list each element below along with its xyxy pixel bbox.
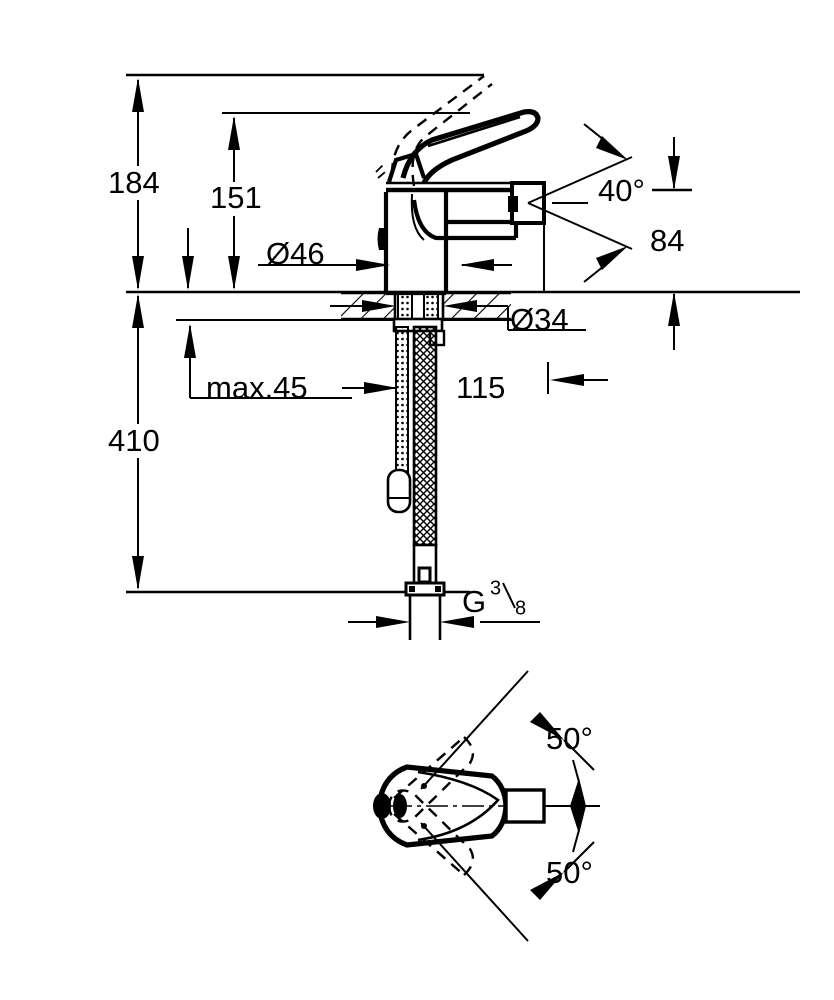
dimension-angle-40: 40° bbox=[527, 123, 645, 283]
angle-40-arrow-upper bbox=[596, 136, 628, 160]
lever-dashed-upper-2 bbox=[411, 83, 493, 187]
dim-d34-label: Ø34 bbox=[510, 302, 569, 337]
dim-184-arrow-top bbox=[132, 78, 144, 112]
dim-184-label: 184 bbox=[108, 165, 160, 200]
dim-184-text-bg bbox=[104, 166, 174, 200]
dim-d46-label: Ø46 bbox=[266, 236, 325, 271]
angle-40-upper-ray bbox=[527, 156, 633, 204]
dim-151-arrow-bottom bbox=[228, 256, 240, 290]
angle-50-lower-axis-line bbox=[572, 829, 580, 853]
dim-84-arrow-bottom bbox=[668, 292, 680, 326]
angle-40-tick-upper bbox=[583, 123, 605, 141]
hose-end-nut bbox=[404, 581, 446, 597]
plan-rear-cap bbox=[373, 793, 391, 819]
angle-40-tick-lower bbox=[583, 265, 605, 283]
angle-50-upper-axis-line bbox=[572, 759, 580, 783]
dim-410-arrow-bottom bbox=[132, 556, 144, 590]
dim-115-label: 115 bbox=[456, 370, 505, 405]
dim-84-label: 84 bbox=[650, 223, 684, 258]
angle-50-upper-axis-arrow bbox=[570, 778, 586, 806]
dim-410-text-bg bbox=[104, 424, 184, 458]
dim-115-arrow-right bbox=[550, 374, 584, 386]
dim-d34-arrow-right bbox=[443, 300, 477, 312]
thread-callout-g38: G 3 8 bbox=[348, 577, 540, 628]
lever-dashed-hub-detail bbox=[375, 163, 391, 179]
plan-lever-contour bbox=[417, 770, 500, 842]
angle-40-lower-ray bbox=[527, 202, 633, 250]
plan-lever-dashed-lower bbox=[388, 789, 475, 877]
dim-151-text-bg bbox=[206, 182, 272, 216]
witness-lines bbox=[126, 73, 800, 594]
dim-151-arrow-top bbox=[228, 116, 240, 150]
dim-angle-50-lower-label: 50° bbox=[546, 855, 593, 890]
g38-fraction-bar bbox=[502, 582, 516, 609]
dim-max45-arrow-up bbox=[184, 324, 196, 358]
dimension-diameter-46: Ø46 bbox=[258, 236, 512, 271]
angle-50-upper-ray bbox=[420, 670, 529, 790]
dim-410-label: 410 bbox=[108, 423, 160, 458]
angle-50-upper-arrow bbox=[530, 712, 564, 740]
hose-end-knurl-b bbox=[435, 586, 441, 592]
faucet-body-elevation bbox=[375, 75, 546, 296]
g38-arrow-left bbox=[376, 616, 410, 628]
side-button bbox=[377, 228, 386, 250]
dimension-115: 115 bbox=[342, 362, 608, 405]
plan-aerator bbox=[504, 788, 546, 824]
aerator-insert bbox=[508, 196, 518, 212]
faucet-top-block bbox=[386, 187, 519, 225]
dim-d46-arrow-left bbox=[460, 259, 494, 271]
dim-84-arrow-top bbox=[668, 156, 680, 190]
g38-label-numerator: 3 bbox=[490, 577, 501, 599]
g38-arrow-right bbox=[440, 616, 474, 628]
g38-label-main: G bbox=[462, 584, 486, 619]
angle-50-lower-ray bbox=[420, 822, 529, 942]
dimension-184: 184 bbox=[104, 78, 174, 290]
dim-184-arrow-bottom bbox=[132, 256, 144, 290]
angle-40-arrow-lower bbox=[596, 246, 628, 270]
plan-body-outline bbox=[376, 764, 509, 848]
lever-handle bbox=[400, 109, 541, 185]
g38-label-denominator: 8 bbox=[515, 597, 526, 619]
dimension-diameter-34: Ø34 bbox=[330, 300, 586, 337]
angle-50-lower-arrow bbox=[530, 872, 564, 900]
dimension-84: 84 bbox=[543, 137, 692, 350]
plan-index-button bbox=[393, 794, 407, 818]
angle-50-upper-tick bbox=[563, 739, 595, 771]
dimension-151: 151 bbox=[206, 116, 272, 290]
dimension-angle-50-upper: 50° bbox=[420, 670, 595, 806]
faucet-spout-underside bbox=[411, 199, 516, 241]
hose-end-knurl-a bbox=[409, 586, 415, 592]
faucet-inner-curve bbox=[410, 193, 425, 241]
dim-angle-50-upper-label: 50° bbox=[546, 721, 593, 756]
hose-ferrule bbox=[386, 468, 412, 514]
dim-151-label: 151 bbox=[210, 180, 262, 215]
dimension-max45: max.45 bbox=[184, 324, 398, 405]
dim-d34-arrow-left bbox=[362, 300, 396, 312]
hose-right-braided bbox=[412, 325, 438, 547]
lever-handle-crease bbox=[427, 115, 521, 148]
plan-view: 50° 50° bbox=[373, 670, 600, 942]
supply-hoses bbox=[386, 292, 446, 640]
lever-dashed-upper-1 bbox=[390, 75, 485, 175]
faucet-plan-silhouette bbox=[373, 764, 546, 848]
dimension-410: 410 bbox=[104, 294, 184, 590]
dim-angle-40-label: 40° bbox=[598, 173, 645, 208]
dimension-angle-50-lower: 50° bbox=[420, 806, 595, 942]
elevation-view: 184 151 Ø46 bbox=[104, 73, 800, 640]
dim-d46-arrow-right bbox=[356, 259, 390, 271]
angle-50-lower-axis-arrow bbox=[570, 806, 586, 834]
dim-max45-label: max.45 bbox=[206, 370, 308, 405]
hose-connector-detail bbox=[417, 566, 432, 584]
dim-410-arrow-top bbox=[132, 294, 144, 328]
dim-counter-tick-arrow bbox=[182, 256, 194, 290]
dim-counter-tick bbox=[182, 228, 194, 290]
angle-50-lower-tick bbox=[563, 841, 595, 873]
plan-lever-dashed-positions bbox=[388, 735, 475, 877]
